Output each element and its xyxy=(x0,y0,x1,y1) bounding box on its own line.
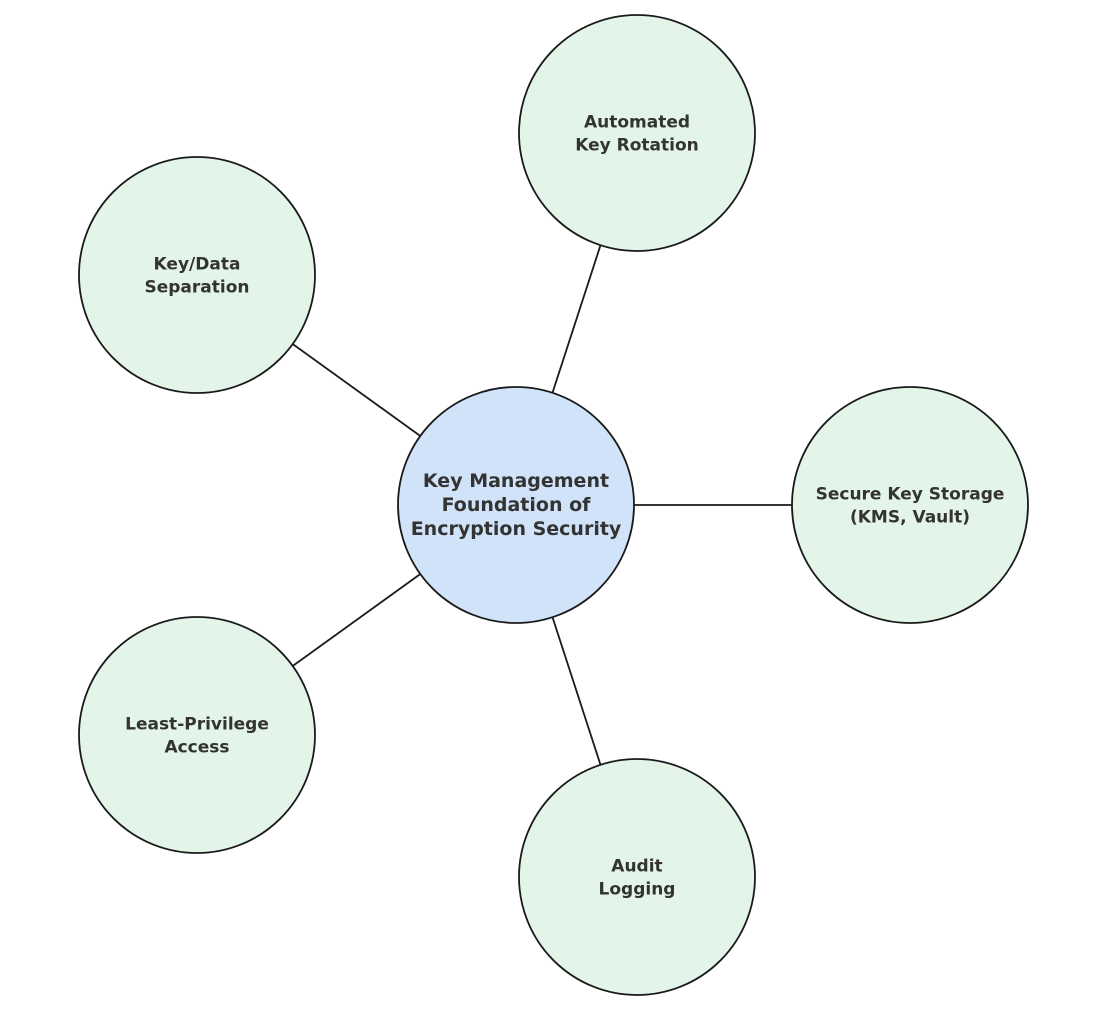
node-least-privilege-circle xyxy=(78,616,316,854)
center-node-label-line: Foundation of xyxy=(442,494,592,516)
node-storage-label-line: (KMS, Vault) xyxy=(850,508,970,528)
center-node-label-line: Key Management xyxy=(423,470,609,492)
center-node-label-line: Encryption Security xyxy=(411,518,622,540)
node-storage: Secure Key Storage (KMS, Vault) xyxy=(791,386,1029,624)
node-rotation-circle xyxy=(518,14,756,252)
node-audit-label-line: Audit xyxy=(611,857,662,877)
node-least-privilege-label-line: Least-Privilege xyxy=(125,715,269,735)
node-rotation-label-line: Automated xyxy=(584,113,690,133)
node-least-privilege-label-line: Access xyxy=(164,738,229,758)
node-audit-label-line: Logging xyxy=(599,880,676,900)
node-separation-label-line: Key/Data xyxy=(154,255,241,275)
center-node-circle xyxy=(397,386,635,624)
node-rotation-label-line: Key Rotation xyxy=(575,136,699,156)
node-separation-circle xyxy=(78,156,316,394)
node-audit-circle xyxy=(518,758,756,996)
node-separation-label-line: Separation xyxy=(144,278,249,298)
node-storage-circle xyxy=(791,386,1029,624)
node-storage-label-line: Secure Key Storage xyxy=(816,485,1005,505)
